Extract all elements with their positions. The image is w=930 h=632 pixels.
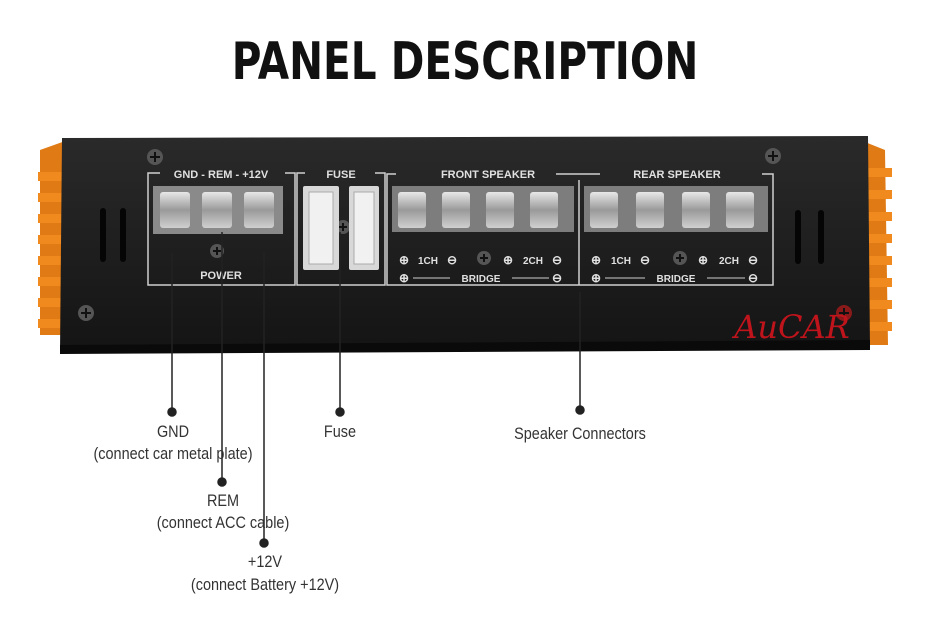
section-outlines [147,172,774,286]
front-bridge-label: BRIDGE [462,274,501,285]
rem-callout-desc: (connect ACC cable) [156,513,290,532]
rear-speaker-terminals [590,192,754,228]
plus-symbol: ⊕ [503,253,513,267]
plus-symbol: ⊕ [591,253,601,267]
v12-callout-title: +12V [247,552,283,571]
minus-symbol: ⊖ [552,253,562,267]
rear-1ch-label: 1CH [611,256,631,267]
gnd-callout-desc: (connect car metal plate) [93,444,253,463]
front-speaker-terminals [398,192,558,228]
fuses [303,186,379,270]
v12-callout-desc: (connect Battery +12V) [190,575,340,594]
rem-callout-dot [217,477,227,487]
speaker-callout-dot [575,405,585,415]
vent-slots-right [795,210,824,264]
front-speaker-header: FRONT SPEAKER [441,169,535,181]
v12-callout-dot [259,538,269,548]
speaker-callout-title: Speaker Connectors [514,424,646,443]
screws [78,148,852,321]
power-terminals [160,192,274,228]
rear-speaker-header: REAR SPEAKER [633,169,720,181]
minus-symbol: ⊖ [748,253,758,267]
plus-symbol: ⊕ [399,253,409,267]
power-label: POWER [200,270,242,282]
rear-2ch-label: 2CH [719,256,739,267]
fuse-header: FUSE [326,169,355,181]
plus-symbol: ⊕ [399,271,409,285]
front-1ch-label: 1CH [418,256,438,267]
plus-symbol: ⊕ [698,253,708,267]
brand-logo: AuCAR [731,308,849,346]
minus-symbol: ⊖ [552,271,562,285]
page-title: PANEL DESCRIPTION [231,32,699,92]
gnd-callout-title: GND [156,422,190,441]
front-2ch-label: 2CH [523,256,543,267]
minus-symbol: ⊖ [447,253,457,267]
rear-bridge-label: BRIDGE [657,274,696,285]
vent-slots-left [100,208,126,262]
callout-lines [167,232,585,548]
power-header: GND - REM - +12V [174,169,269,181]
rem-callout-title: REM [206,491,240,510]
minus-symbol: ⊖ [748,271,758,285]
minus-symbol: ⊖ [640,253,650,267]
fuse-callout-title: Fuse [323,422,357,441]
fuse-callout-dot [335,407,345,417]
gnd-callout-dot [167,407,177,417]
plus-symbol: ⊕ [591,271,601,285]
